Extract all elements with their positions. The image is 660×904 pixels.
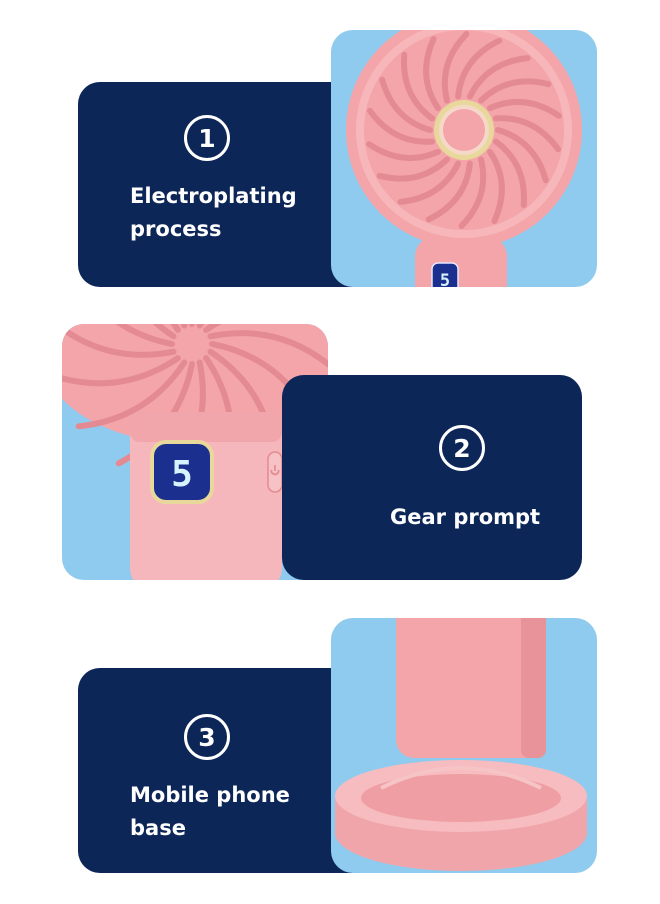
- fan-blade: [455, 37, 503, 100]
- feature-title-3: Mobile phone base: [130, 779, 290, 845]
- fan-blade: [366, 141, 441, 161]
- fan-blade: [495, 127, 549, 184]
- fan-icon: 5: [346, 30, 582, 287]
- fan-blade: [492, 115, 562, 153]
- feature-card-3: 3 Mobile phone base: [78, 668, 378, 873]
- feature-title-1: Electroplating process: [130, 180, 297, 246]
- fan-blade: [401, 51, 436, 122]
- fan-blade: [152, 324, 177, 340]
- step-number-3: 3: [184, 714, 230, 760]
- display-digit: 5: [171, 454, 193, 495]
- fan-blade: [478, 78, 552, 104]
- fan-blade: [366, 107, 436, 145]
- fan-blade: [75, 359, 188, 430]
- power-button: [267, 451, 283, 493]
- step-number-1: 1: [184, 115, 230, 161]
- feature-title-1-line2: process: [130, 217, 222, 241]
- fan-blade: [458, 156, 487, 229]
- fan-blade: [466, 55, 531, 100]
- fan-blade: [397, 160, 462, 205]
- fan-blade: [379, 76, 433, 133]
- phone-base-photo: [331, 618, 597, 873]
- feature-title-2-line1: Gear prompt: [390, 505, 541, 529]
- fan-blade: [207, 330, 328, 368]
- fan-blade: [492, 138, 527, 209]
- fan-blade: [425, 160, 473, 223]
- feature-title-1-line1: Electroplating: [130, 184, 297, 208]
- step-number-2: 2: [439, 425, 485, 471]
- feature-title-3-line2: base: [130, 816, 186, 840]
- fan-blade: [62, 355, 181, 387]
- fan-blade: [487, 99, 562, 119]
- display-digit-small: 5: [440, 271, 450, 287]
- feature-card-1: 1 Electroplating process: [78, 82, 378, 287]
- fan-blade: [423, 36, 441, 112]
- fan-blade: [441, 31, 470, 104]
- fan-blade: [487, 148, 505, 224]
- fan-blade: [115, 324, 175, 347]
- feature-card-2: 2 Gear prompt: [282, 375, 582, 580]
- fan-head-photo: 5: [331, 30, 597, 287]
- feature-title-2: Gear prompt: [390, 501, 540, 534]
- feature-title-3-line1: Mobile phone: [130, 783, 290, 807]
- fan-blade: [376, 156, 450, 182]
- power-icon: [270, 465, 280, 476]
